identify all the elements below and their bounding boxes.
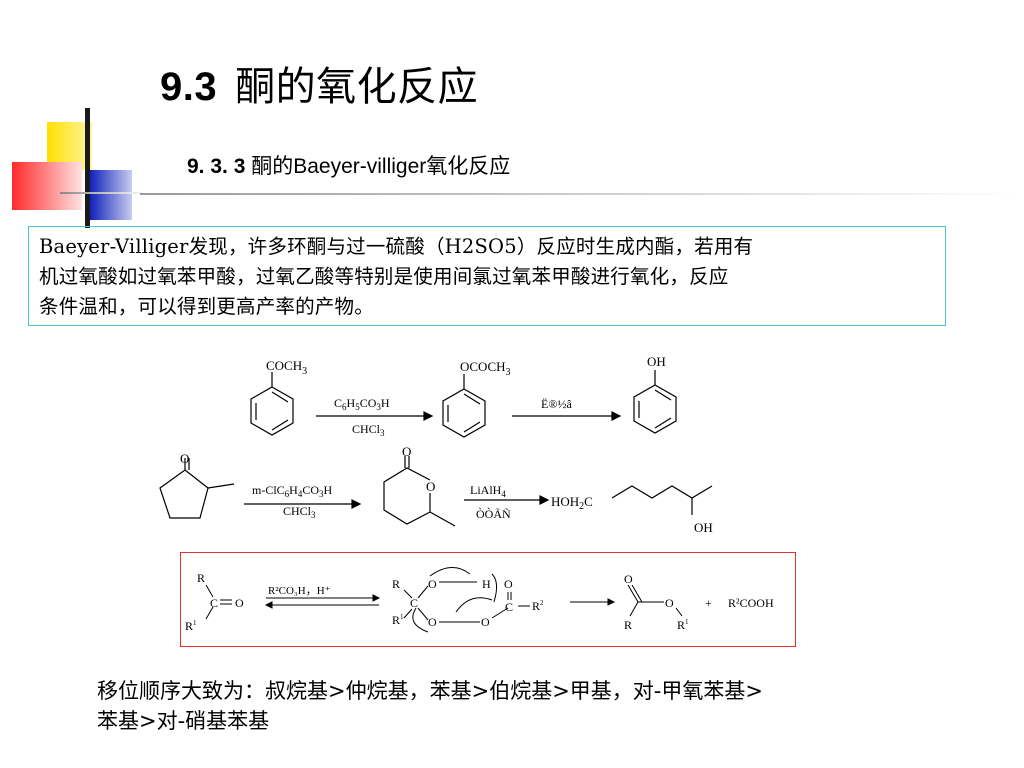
subtitle-text: 酮的Baeyer-villiger氧化反应 (251, 155, 511, 178)
curved-arrow-2 (455, 597, 493, 613)
reagent-4-bottom: ÒÒÃÑ (476, 507, 511, 521)
subtitle-number: 9. 3. 3 (187, 155, 246, 178)
ester-o-label: O (665, 596, 674, 610)
benzene-ring-2 (442, 388, 486, 438)
svg-text:OCOCH3: OCOCH3 (460, 359, 511, 378)
ester-r-label: R (624, 618, 632, 632)
intermediate-c-label: C (410, 596, 418, 610)
blue-block (90, 170, 132, 220)
reagent-1-top: C6H5CO3H (334, 396, 390, 412)
intermediate-o1-label: O (428, 577, 437, 591)
mechanism-reagent: R²CO₃H，H⁺ (268, 585, 331, 597)
reagent-4-top: LiAlH4 (470, 483, 506, 499)
benzene-ring-1 (250, 386, 294, 436)
reagent-3-bottom: CHCl3 (283, 504, 316, 520)
carbonyl-o-label: O (235, 596, 244, 610)
reactant-r-label: R (197, 571, 205, 585)
acetyl-label: COCH (266, 358, 302, 373)
lactone-ring (383, 467, 431, 525)
footer-line-2: 苯基>对-硝基苯基 (97, 709, 270, 733)
ester-r1-label: R1 (677, 618, 689, 632)
curved-arrow-3 (491, 573, 498, 603)
intermediate-r-label: R (392, 577, 400, 591)
curved-arrow-4 (412, 607, 429, 633)
vertical-bar (85, 108, 90, 228)
curved-arrow-1 (429, 567, 471, 577)
paragraph-line-1: Baeyer-Villiger发现，许多环酮与过一硫酸（H2SO5）反应时生成内… (39, 235, 754, 258)
reagent-1-bottom: CHCl3 (352, 422, 385, 438)
phenol-oh-label: OH (647, 354, 666, 369)
title-text: 酮的氧化反应 (235, 64, 479, 110)
intermediate-o3-label: O (481, 615, 490, 629)
reactant-r1-label: R1 (185, 619, 197, 633)
horizontal-rule (60, 192, 150, 194)
acetate-label: OCOCH (460, 359, 506, 374)
chain-oh-label: OH (694, 520, 713, 535)
title-number: 9.3 (160, 65, 218, 109)
page-title: 9.3 酮的氧化反应 (160, 54, 478, 112)
intermediate-r2-label: R2 (532, 599, 544, 613)
cyclopentanone-ring (159, 469, 209, 519)
paragraph-line-3: 条件温和，可以得到更高产率的产物。 (39, 295, 374, 318)
subtitle: 9. 3. 3 酮的Baeyer-villiger氧化反应 (187, 150, 510, 180)
ester-carbonyl-o-label: O (624, 572, 633, 586)
acetate-subscript: 3 (506, 367, 511, 378)
reaction-scheme: COCH3 C6H5CO3H CHCl3 OCOCH3 Ë®½â OH O m-… (159, 354, 713, 535)
alkyl-chain (611, 485, 713, 499)
intermediate-h-label: H (482, 577, 491, 591)
byproduct-label: R²COOH (728, 596, 774, 610)
decorative-blocks (12, 108, 150, 228)
mechanism-box (180, 552, 796, 647)
plus-sign: + (705, 596, 712, 610)
acetyl-subscript: 3 (302, 366, 307, 377)
migration-order-note: 移位顺序大致为：叔烷基>仲烷基，苯基>伯烷基>甲基，对-甲氧苯基> 苯基>对-硝… (97, 676, 763, 736)
ketone-o-label: O (180, 451, 189, 466)
header-divider (140, 193, 1020, 195)
lactone-ring-o-label: O (426, 479, 435, 494)
intermediate-c2-label: C (505, 600, 513, 614)
svg-text:COCH3: COCH3 (266, 358, 307, 377)
red-block (12, 162, 82, 210)
benzene-ring-3 (633, 384, 677, 434)
intermediate-o2-label: O (428, 615, 437, 629)
mechanism-scheme: R C O R1 R²CO₃H，H⁺ R R1 C O H O O O C R2… (185, 567, 774, 633)
intermediate-o4-label: O (504, 577, 513, 591)
paragraph-line-2: 机过氧酸如过氧苯甲酸，过氧乙酸等特别是使用间氯过氧苯甲酸进行氧化，反应 (39, 265, 729, 288)
reagent-2: Ë®½â (541, 397, 572, 411)
intermediate-r1-label: R1 (392, 613, 404, 627)
description-box: Baeyer-Villiger发现，许多环酮与过一硫酸（H2SO5）反应时生成内… (28, 226, 946, 326)
footer-line-1: 移位顺序大致为：叔烷基>仲烷基，苯基>伯烷基>甲基，对-甲氧苯基> (97, 679, 763, 703)
reagent-3-top: m-ClC6H4CO3H (252, 483, 333, 499)
carbonyl-label: C (210, 596, 218, 610)
lactone-carbonyl-label: O (402, 444, 411, 459)
hoh2c-label: HOH2C (551, 494, 593, 512)
